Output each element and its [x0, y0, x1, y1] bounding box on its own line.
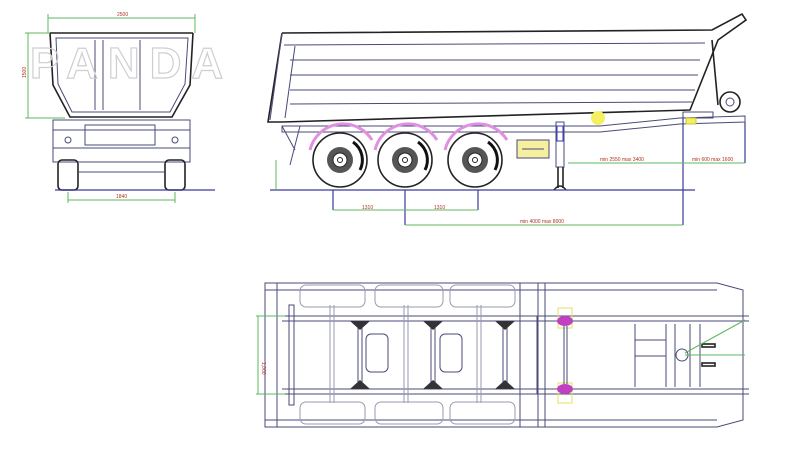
- dim-kingpin-to-landing-gear: min 2550 max 3400: [600, 157, 644, 163]
- wheels: [308, 122, 509, 188]
- wheel: [443, 122, 509, 188]
- kingpin-plate: [634, 319, 746, 387]
- air-tanks: [365, 333, 463, 373]
- plan-landing-gear: [557, 307, 573, 404]
- plan-view: 1,000: [256, 282, 749, 428]
- wheel: [373, 122, 439, 188]
- dump-body: [267, 12, 748, 123]
- side-view: 1310 1310 min 4000 max 8000 min 2550 max…: [267, 12, 748, 226]
- rear-view: 2500 1500 1840 PANDA: [22, 12, 233, 203]
- rear-view-wheels: [57, 159, 186, 191]
- crossmembers: [519, 282, 546, 428]
- rear-view-dimensions: 2500 1500 1840: [22, 12, 196, 203]
- dim-axle-spacing-1: 1310: [362, 205, 373, 211]
- main-rails: [282, 315, 749, 395]
- rear-bumper: [288, 304, 295, 406]
- dim-overall-width: 2500: [117, 12, 128, 18]
- wheel: [308, 122, 374, 188]
- axles: [329, 305, 515, 403]
- dim-frame-width: 1,000: [260, 362, 266, 375]
- landing-gear: [553, 121, 567, 191]
- dim-axle-spacing-2: 1310: [434, 205, 445, 211]
- dim-kingpin-to-axle: min 4000 max 8000: [520, 219, 564, 225]
- toolbox: [516, 139, 550, 159]
- dim-front-overhang: min 600 max 1600: [692, 157, 733, 163]
- dim-body-height: 1500: [22, 67, 28, 78]
- marker-yellow: [591, 111, 605, 125]
- rear-view-chassis: [52, 119, 191, 163]
- plan-view-dimensions: 1,000: [256, 315, 285, 395]
- fenders: [299, 284, 516, 425]
- watermark: PANDA: [30, 39, 233, 88]
- rear-view-body: [49, 32, 194, 118]
- kingpin-assembly: [682, 91, 741, 125]
- dim-track-width: 1840: [116, 194, 127, 200]
- side-view-dimensions: 1310 1310 min 4000 max 8000 min 2550 max…: [275, 118, 746, 226]
